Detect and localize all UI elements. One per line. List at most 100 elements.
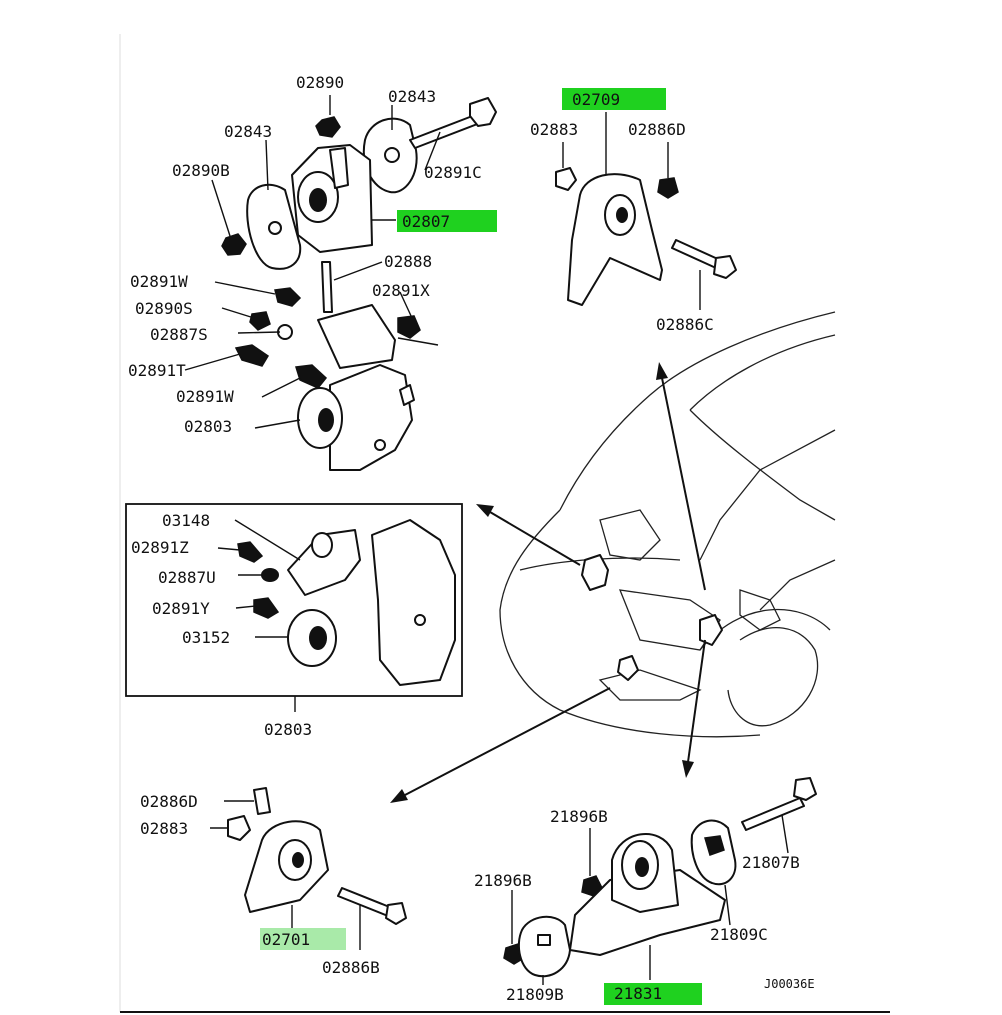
arrow-to-right-mount [687, 639, 706, 763]
insulator-21831-core [635, 857, 649, 877]
label-03148: 03148 [162, 511, 210, 530]
bushing-03152-core [309, 626, 327, 650]
nut-02883-top [555, 167, 577, 191]
roll-stop-core [616, 207, 628, 223]
bolt-02891c [409, 114, 481, 149]
label-02886c: 02886C [656, 315, 714, 334]
rear-roll-stop-assembly [555, 167, 737, 306]
arrow-head-rear-roll-stop [656, 362, 668, 380]
nut-02883-bottom [227, 815, 251, 841]
bolt-02891w-b [295, 364, 328, 389]
label-21809b: 21809B [506, 985, 564, 1004]
bolt-head-21807b [793, 777, 817, 801]
label-02887s: 02887S [150, 325, 208, 344]
bolt-02886c [671, 239, 721, 269]
right-mount-assembly [503, 777, 817, 978]
nut-21896b-top [581, 875, 603, 897]
bracket-02803-detail [371, 519, 456, 686]
bolt-02891t [234, 344, 270, 367]
location-arrows [390, 362, 706, 803]
leaders-rear-roll-stop [562, 112, 701, 310]
label-21807b: 21807B [742, 853, 800, 872]
label-21831: 21831 [614, 984, 662, 1003]
bolt-02891w-a [274, 287, 302, 307]
label-02886b: 02886B [322, 958, 380, 977]
label-03152: 03152 [182, 628, 230, 647]
leaders-bracket-detail [217, 519, 301, 712]
bolt-head-02886c [713, 255, 737, 279]
mount-location-marker-left [581, 554, 609, 591]
plate-21809b [517, 915, 571, 978]
arrow-head-right-mount [682, 760, 694, 778]
label-02890: 02890 [296, 73, 344, 92]
leaders-right-mount [511, 814, 789, 985]
label-02803-box: 02803 [264, 720, 312, 739]
highlight-21831 [604, 983, 702, 1005]
nut-02890b [221, 233, 247, 256]
left-mount-assembly [221, 97, 497, 471]
plate-21809b-slot [537, 934, 551, 946]
bracket-detail-hole [414, 614, 426, 626]
bolt-21807b [741, 797, 805, 831]
bracket-upper-02803 [317, 304, 396, 369]
label-02891t: 02891T [128, 361, 186, 380]
car-body-outline [499, 311, 836, 738]
highlight-02701 [260, 928, 346, 950]
bolt-02886d-top [657, 177, 679, 199]
label-02888: 02888 [384, 252, 432, 271]
label-21896b-left: 21896B [474, 871, 532, 890]
label-02891y: 02891Y [152, 599, 210, 618]
highlight-02709 [562, 88, 666, 110]
label-02886d-top: 02886D [628, 120, 686, 139]
label-02803-top: 02803 [184, 417, 232, 436]
leaders-left-assembly [184, 95, 441, 429]
label-02890s: 02890S [135, 299, 193, 318]
plate-21809c-detail [704, 835, 725, 856]
bracket-lower-02803 [329, 364, 413, 471]
label-02891w-a: 02891W [130, 272, 188, 291]
bolt-02891y [253, 597, 280, 619]
label-02843-top: 02843 [388, 87, 436, 106]
label-02887u: 02887U [158, 568, 216, 587]
label-02891w-b: 02891W [176, 387, 234, 406]
insulator-tab [329, 147, 349, 189]
washer-hole-left [268, 221, 282, 235]
mount-location-marker-front [617, 655, 639, 681]
label-02891c: 02891C [424, 163, 482, 182]
arrow-head-front-roll-stop [390, 789, 408, 803]
label-02709: 02709 [572, 90, 620, 109]
arrow-to-front-roll-stop [404, 687, 611, 796]
label-02883-top: 02883 [530, 120, 578, 139]
arrow-to-rear-roll-stop [661, 377, 706, 591]
label-21896b-top: 21896B [550, 807, 608, 826]
bolt-head-02886b [385, 902, 407, 925]
front-roll-stop-assembly [227, 787, 407, 925]
bolt-head-02891c [469, 97, 497, 127]
label-02886d-bottom: 02886D [140, 792, 198, 811]
bracket-03148-hole [311, 532, 333, 558]
roll-stop-02709 [567, 173, 663, 306]
label-02843-left: 02843 [224, 122, 272, 141]
part-labels: 02890 02843 02843 02890B 02891C 02807 02… [128, 73, 815, 1004]
arrow-to-left-mount [489, 511, 581, 566]
label-02807: 02807 [402, 212, 450, 231]
leaders-front-roll-stop [210, 800, 361, 950]
bracket-detail-box [125, 503, 463, 697]
bolt-02886b [337, 887, 393, 917]
footer-code: J00036E [764, 977, 815, 991]
label-02890b: 02890B [172, 161, 230, 180]
washer-02887u [261, 568, 279, 582]
bracket-bushing-core [318, 408, 334, 432]
nut-02890s [249, 311, 271, 331]
roll-stop-02701-core [292, 852, 304, 868]
nut-02890 [315, 116, 341, 138]
label-02701: 02701 [262, 930, 310, 949]
arrow-head-left-mount [476, 504, 494, 517]
bolt-02891x [397, 315, 421, 339]
bracket-stud [399, 384, 415, 406]
label-02891x: 02891X [372, 281, 430, 300]
label-02883-bottom: 02883 [140, 819, 188, 838]
mount-location-marker-right [699, 614, 723, 646]
bracket-detail-assembly [237, 519, 456, 686]
